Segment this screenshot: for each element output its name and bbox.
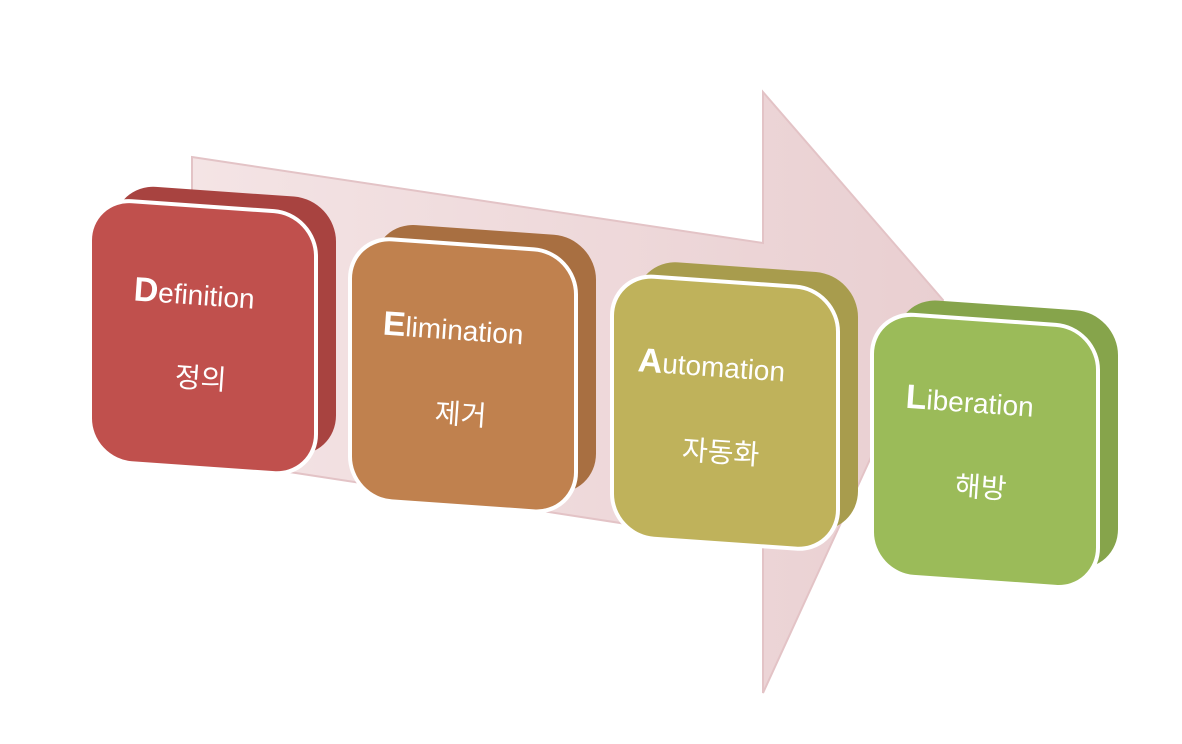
step-korean-liberation: 해방 [954,470,1008,505]
step-title-initial-elimination: E [382,305,407,344]
step-card-automation: Automation 자동화 [610,262,858,551]
card-face-definition [88,199,318,476]
step-title-liberation: Liberation [905,378,1036,425]
step-title-rest-liberation: iberation [925,384,1034,422]
card-face-liberation [870,312,1100,589]
step-card-liberation: Liberation 해방 [870,300,1118,589]
step-title-initial-definition: D [133,270,160,310]
step-card-elimination: Elimination 제거 [348,224,596,514]
card-face-elimination [348,237,578,514]
step-title-initial-liberation: L [905,378,928,417]
step-korean-automation: 자동화 [681,434,760,470]
step-korean-elimination: 제거 [434,397,488,432]
step-title-definition: Definition [133,270,256,316]
step-title-initial-automation: A [637,341,664,381]
step-korean-definition: 정의 [174,361,228,396]
step-title-rest-definition: efinition [157,277,255,315]
step-card-definition: Definition 정의 [88,186,336,476]
card-face-automation [610,274,840,551]
